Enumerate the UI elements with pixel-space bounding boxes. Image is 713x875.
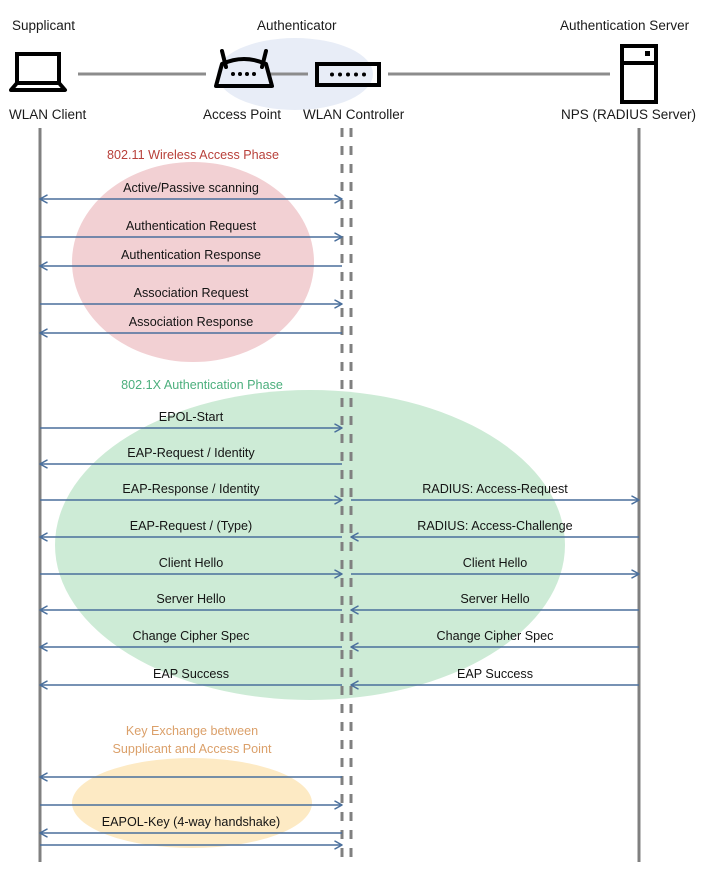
phase-ellipse-2 xyxy=(72,758,312,848)
phase-ellipses xyxy=(55,162,565,848)
actor-role-0: Supplicant xyxy=(12,18,76,33)
lifelines xyxy=(38,128,641,862)
device-icons xyxy=(9,44,658,104)
message-label-right-0: RADIUS: Access-Request xyxy=(422,482,568,496)
message-label-left-12: EAP Success xyxy=(152,667,230,681)
actor-device-label-3: NPS (RADIUS Server) xyxy=(561,107,697,122)
message-label-left-8: EAP-Request / (Type) xyxy=(129,519,253,533)
actor-device-label-2: WLAN Controller xyxy=(303,107,405,122)
phase-label-line-2-0: Key Exchange between xyxy=(125,724,259,738)
message-label-right-1: RADIUS: Access-Challenge xyxy=(417,519,573,533)
message-label-left-1: Authentication Request xyxy=(125,219,257,233)
actor-role-3: Authentication Server xyxy=(560,18,690,33)
message-label-left-6: EAP-Request / Identity xyxy=(127,446,255,460)
message-label-left-3: Association Request xyxy=(133,286,249,300)
actor-role-1: Authenticator xyxy=(257,18,337,33)
phase-label-1: 802.1X Authentication Phase xyxy=(121,376,283,394)
message-label-left-2: Authentication Response xyxy=(120,248,262,262)
message-label-left-11: Change Cipher Spec xyxy=(132,629,250,643)
message-arrows xyxy=(40,199,639,845)
actor-device-label-1: Access Point xyxy=(203,107,282,122)
message-label-left-7: EAP-Response / Identity xyxy=(122,482,260,496)
phase-ellipse-0 xyxy=(72,162,314,362)
message-label-right-3: Server Hello xyxy=(460,592,530,606)
actor-device-label-0: WLAN Client xyxy=(9,107,87,122)
message-label-right-4: Change Cipher Spec xyxy=(436,629,554,643)
phase-ellipse-1 xyxy=(55,390,565,700)
message-label-left-5: EPOL-Start xyxy=(158,410,224,424)
phase-label-line-1-0: 802.1X Authentication Phase xyxy=(121,378,283,392)
message-label-left-9: Client Hello xyxy=(158,556,224,570)
message-label-left-4: Association Response xyxy=(128,315,254,329)
phase-label-line-0-0: 802.11 Wireless Access Phase xyxy=(107,148,279,162)
message-label-left-0: Active/Passive scanning xyxy=(123,181,259,195)
phase-label-0: 802.11 Wireless Access Phase xyxy=(107,146,279,164)
message-label-right-2: Client Hello xyxy=(462,556,528,570)
message-label-left-15: EAPOL-Key (4-way handshake) xyxy=(101,815,281,829)
message-label-left-10: Server Hello xyxy=(156,592,226,606)
phase-label-line-2-1: Supplicant and Access Point xyxy=(112,742,272,756)
message-label-right-5: EAP Success xyxy=(456,667,534,681)
